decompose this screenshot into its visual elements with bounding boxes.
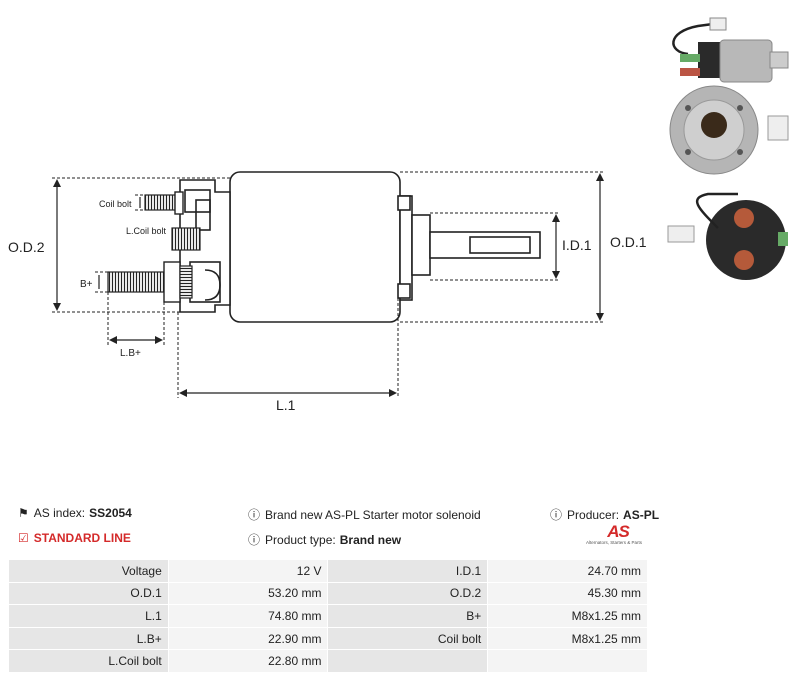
product-photo-side (658, 2, 796, 102)
as-index: ⚑ AS index: SS2054 (18, 506, 132, 520)
id1-label: I.D.1 (562, 237, 592, 253)
spec-value: 53.20 mm (167, 581, 329, 606)
spec-label: O.D.1 (8, 581, 169, 606)
od2-label: O.D.2 (8, 239, 45, 255)
product-photo-terminals (658, 188, 796, 288)
info-icon: ⓘ (550, 508, 563, 522)
spec-value: 22.90 mm (167, 626, 329, 651)
spec-value: 74.80 mm (167, 604, 329, 628)
producer: ⓘ Producer: AS-PL (550, 507, 660, 523)
spec-label: B+ (327, 604, 489, 628)
product-type: ⓘ Product type: Brand new (248, 532, 402, 548)
spec-value: 12 V (167, 559, 329, 583)
spec-label: L.Coil bolt (8, 649, 169, 673)
checkbox-icon: ☑ (18, 531, 29, 545)
product-photo-front (658, 80, 796, 180)
spec-value: M8x1.25 mm (487, 604, 648, 628)
as-pl-logo: AS Alternators, Starters & Parts (586, 522, 643, 545)
spec-label: Coil bolt (327, 626, 489, 651)
od1-label: O.D.1 (610, 234, 647, 250)
as-index-value: SS2054 (89, 506, 132, 520)
product-type-value: Brand new (339, 532, 402, 547)
spec-value: 22.80 mm (167, 649, 329, 673)
spec-label: I.D.1 (327, 559, 489, 583)
spec-value: 24.70 mm (487, 559, 648, 583)
spec-label: Voltage (8, 559, 169, 583)
tag-icon: ⚑ (18, 506, 29, 520)
l1-label: L.1 (276, 397, 296, 413)
l-coil-bolt-label: L.Coil bolt (126, 226, 167, 236)
spec-value: M8x1.25 mm (487, 626, 648, 651)
standard-line: ☑ STANDARD LINE (18, 531, 131, 545)
spec-value (487, 649, 648, 673)
lbplus-label: L.B+ (120, 348, 141, 359)
spec-label (327, 649, 489, 673)
spec-label: O.D.2 (327, 581, 489, 606)
producer-value: AS-PL (623, 507, 660, 522)
info-icon: ⓘ (248, 508, 261, 522)
bplus-label: B+ (80, 279, 93, 290)
coil-bolt-label: Coil bolt (99, 199, 132, 209)
spec-label: L.B+ (8, 626, 169, 651)
product-description: ⓘ Brand new AS-PL Starter motor solenoid (248, 507, 481, 523)
spec-label: L.1 (8, 604, 169, 628)
technical-drawing: O.D.2 O.D.1 I.D.1 L.1 L.B+ B+ Coil bolt … (8, 171, 647, 413)
spec-value: 45.30 mm (487, 581, 648, 606)
info-icon: ⓘ (248, 533, 261, 547)
